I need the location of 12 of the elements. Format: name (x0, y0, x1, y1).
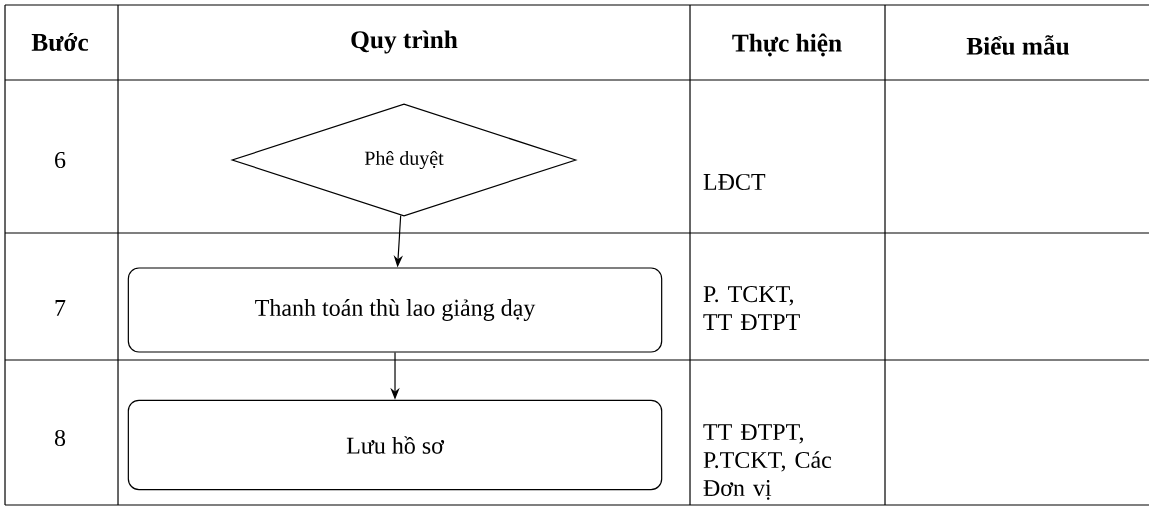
column-header: Bước (31, 33, 89, 51)
column-header: Thực hiện (732, 33, 842, 57)
cell-text: P. TCKT, TT ĐTPT (703, 286, 800, 330)
cell-text: LĐCT (703, 173, 766, 191)
process-box: Thanh toán thù lao giảng dạy (127, 267, 663, 353)
column-header: Quy trình (351, 30, 458, 54)
cell-text: TT ĐTPT, P.TCKT, Các Đơn vị (703, 424, 832, 500)
step-number: 6 (55, 151, 66, 169)
column-header: Biểu mẫu (966, 35, 1070, 55)
process-box: Lưu hồ sơ (127, 399, 663, 491)
step-number: 7 (55, 300, 66, 316)
step-number: 8 (54, 429, 66, 447)
